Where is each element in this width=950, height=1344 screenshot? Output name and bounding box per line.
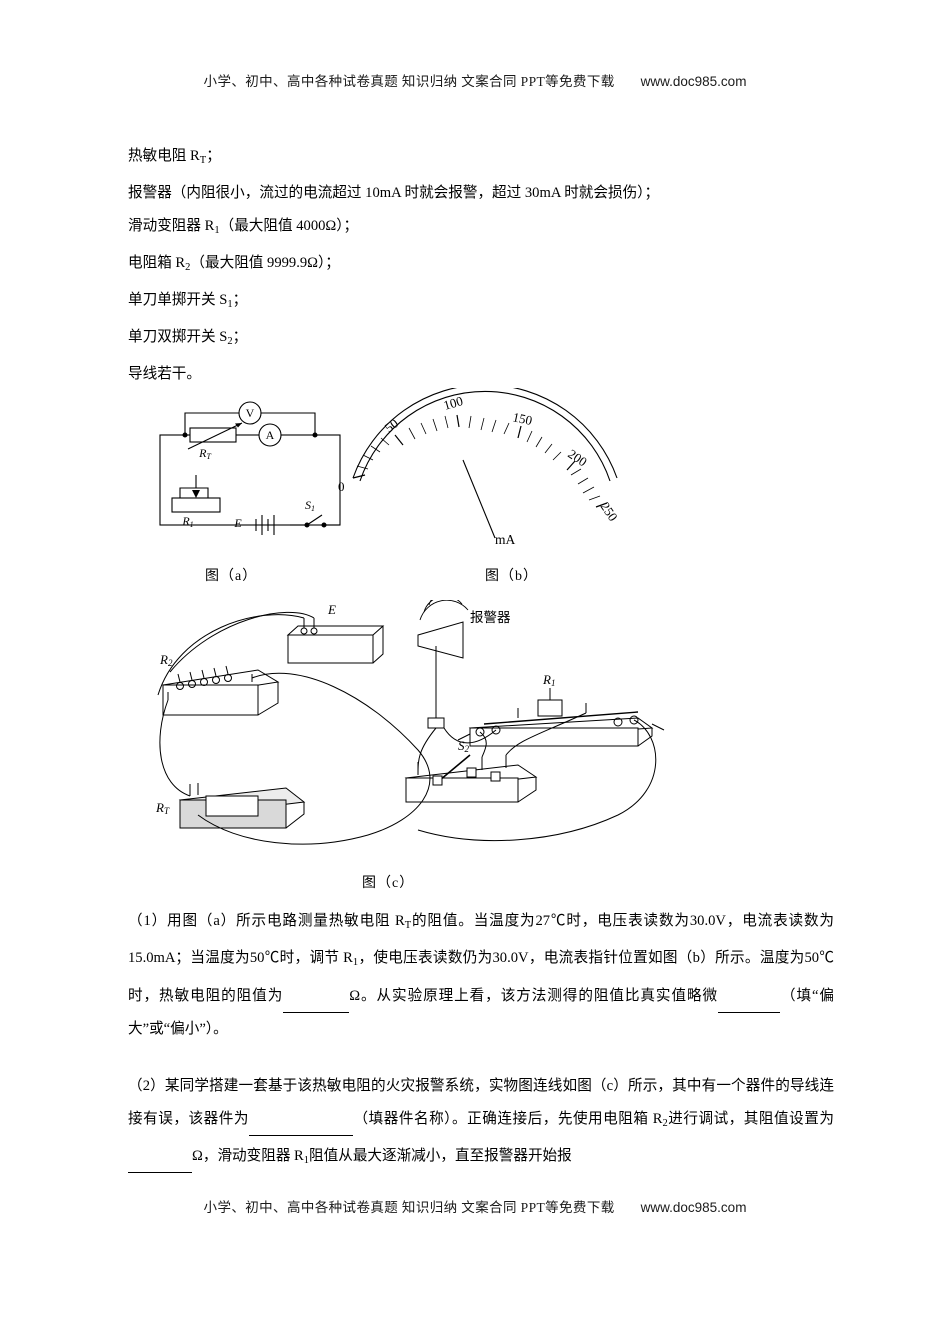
tick-150: 150 [511,409,533,428]
battery-label-c: E [327,602,336,617]
slide-rheostat-r1 [457,688,665,747]
s2-label-c: S2 [458,738,470,754]
r2-label-c: R2 [159,652,173,668]
battery-block [286,618,385,664]
resistance-box-r2 [161,665,280,716]
rt-label: RT [198,446,211,461]
tick-250: 250 [598,499,621,524]
tick-200: 200 [565,446,590,469]
battery-label: E [233,516,242,530]
switch-label: S1 [305,498,315,513]
r1-label: R1 [181,514,193,529]
figure-a-caption: 图（a） [205,569,258,584]
equipment-item-s1: 单刀单掷开关 S1； [128,291,248,310]
page-header: 小学、初中、高中各种试卷真题 知识归纳 文案合同 PPT等免费下载 www.doc… [0,70,950,90]
alarm-horn [417,600,469,729]
rt-label-c: RT [155,800,170,816]
equipment-item-wires: 导线若干。 [128,365,201,382]
figure-b-meter: 0 50 100 150 200 250 mA [335,388,635,558]
header-text: 小学、初中、高中各种试卷真题 知识归纳 文案合同 PPT等免费下载 [203,74,615,89]
ammeter-label: A [266,428,275,442]
tick-0: 0 [338,479,345,494]
question-1: （1）用图（a）所示电路测量热敏电阻 RT的阻值。当温度为27℃时，电压表读数为… [128,905,834,1046]
figure-a-circuit: V A RT R1 E S1 [150,395,350,565]
equipment-item-r1: 滑动变阻器 R1（最大阻值 4000Ω）； [128,217,359,236]
tick-100: 100 [442,393,465,413]
meter-unit: mA [495,532,516,547]
thermistor-rt [178,783,306,829]
equipment-item-r2: 电阻箱 R2（最大阻值 9999.9Ω）； [128,254,340,273]
alarm-label: 报警器 [470,610,511,625]
equipment-list: 热敏电阻 RT； 报警器（内阻很小，流过的电流超过 10mA 时就会报警，超过 … [128,140,828,391]
figure-c-caption: 图（c） [362,876,415,891]
equipment-item-rt: 热敏电阻 RT； [128,148,221,166]
figure-b-caption: 图（b） [485,569,538,584]
tick-50: 50 [382,416,401,436]
voltmeter-label: V [246,406,255,420]
equipment-item-s2: 单刀双掷开关 S2； [128,328,248,347]
header-url: www.doc985.com [640,74,747,89]
equipment-item-alarm: 报警器（内阻很小，流过的电流超过 10mA 时就会报警，超过 30mA 时就会损… [128,184,660,201]
footer-text: 小学、初中、高中各种试卷真题 知识归纳 文案合同 PPT等免费下载 [203,1200,615,1215]
question-1-text: （1）用图（a）所示电路测量热敏电阻 RT的阻值。当温度为27℃时，电压表读数为… [128,913,834,1038]
page-footer: 小学、初中、高中各种试卷真题 知识归纳 文案合同 PPT等免费下载 www.doc… [0,1196,950,1216]
r1-label-c: R1 [542,672,555,688]
question-2-text: （2）某同学搭建一套基于该热敏电阻的火灾报警系统，实物图连线如图（c）所示，其中… [128,1070,834,1177]
footer-url: www.doc985.com [640,1200,747,1215]
figure-c-apparatus: E R2 R1 S2 RT 报警器 [118,600,678,880]
switch-s2 [404,754,538,803]
question-2: （2）某同学搭建一套基于该热敏电阻的火灾报警系统，实物图连线如图（c）所示，其中… [128,1070,834,1177]
